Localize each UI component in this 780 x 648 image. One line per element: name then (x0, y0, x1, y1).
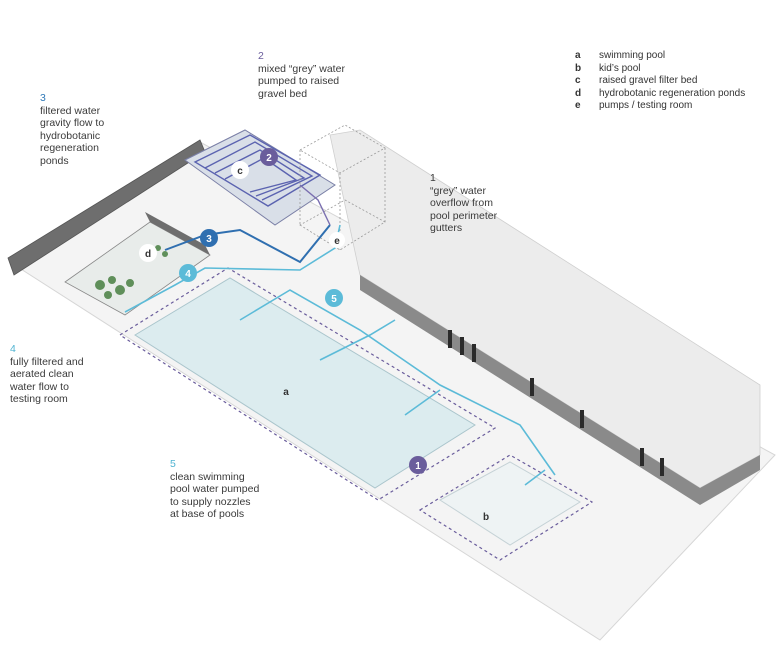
flow-path-2 (299, 184, 331, 226)
svg-text:5: 5 (331, 294, 337, 305)
note-4-line: water flow to (10, 380, 69, 393)
svg-text:4: 4 (185, 269, 191, 280)
legend-key: d (575, 87, 582, 99)
badge-5: 5 (325, 289, 343, 307)
note-4: 4 fully filtered and aerated clean water… (10, 343, 84, 406)
note-5-number: 5 (170, 458, 176, 470)
note-1-line: “grey” water (430, 184, 487, 197)
label-d: d (139, 244, 157, 262)
note-2-number: 2 (258, 50, 264, 62)
note-5-line: at base of pools (170, 508, 245, 520)
badge-3: 3 (200, 229, 218, 247)
note-5: 5 clean swimming pool water pumped to su… (170, 458, 259, 521)
label-a: a (283, 387, 289, 398)
svg-text:3: 3 (206, 234, 212, 245)
note-4-number: 4 (10, 343, 16, 355)
label-e: e (329, 232, 345, 248)
legend-label: kid’s pool (599, 62, 641, 74)
wall-face (360, 275, 760, 505)
swimming-pool (134, 277, 476, 489)
note-1: 1 “grey” water overflow from pool perime… (430, 172, 497, 235)
label-c: c (231, 161, 249, 179)
legend-item: a swimming pool (575, 50, 745, 63)
svg-text:c: c (237, 166, 243, 177)
note-3-number: 3 (40, 92, 46, 104)
flow-path-3 (164, 224, 331, 264)
legend-item: c raised gravel filter bed (575, 75, 745, 88)
note-3: 3 filtered water gravity flow to hydrobo… (40, 92, 104, 167)
legend-label: hydrobotanic regeneration ponds (599, 87, 746, 99)
badge-4: 4 (179, 264, 197, 282)
note-5-line: to supply nozzles (170, 495, 251, 508)
svg-text:2: 2 (266, 153, 272, 164)
note-3-line: filtered water (40, 104, 101, 117)
wall-windows (448, 330, 664, 476)
note-3-line: ponds (40, 154, 69, 167)
legend-label: swimming pool (599, 50, 666, 61)
note-3-line: hydrobotanic (40, 129, 101, 142)
gravel-bed (184, 129, 336, 226)
svg-text:e: e (334, 236, 340, 247)
note-3-line: gravity flow to (40, 117, 105, 129)
legend-item: b kid’s pool (575, 63, 745, 76)
dashed-circulation (118, 267, 594, 561)
ponds-plants (95, 245, 168, 299)
legend-key: a (575, 50, 581, 61)
svg-text:d: d (145, 249, 151, 260)
legend-key: c (575, 75, 581, 86)
note-2: 2 mixed “grey” water pumped to raised gr… (258, 50, 345, 100)
note-5-line: pool water pumped (170, 483, 260, 495)
label-b: b (483, 512, 489, 523)
legend-item: d hydrobotanic regeneration ponds (575, 88, 745, 101)
note-4-line: testing room (10, 393, 68, 405)
legend-item: e pumps / testing room (575, 100, 745, 113)
note-1-number: 1 (430, 172, 436, 184)
note-4-line: fully filtered and (10, 355, 84, 368)
note-1-line: overflow from (430, 197, 494, 209)
note-1-line: pool perimeter (430, 209, 498, 222)
legend: a swimming pool b kid’s pool c raised gr… (575, 50, 745, 113)
note-2-line: pumped to raised (258, 75, 340, 87)
legend-key: b (575, 62, 582, 74)
ponds-wall (145, 212, 210, 255)
note-2-line: mixed “grey” water (258, 62, 345, 75)
note-1-line: gutters (430, 222, 463, 234)
note-5-line: clean swimming (170, 470, 245, 483)
legend-label: raised gravel filter bed (599, 75, 698, 86)
note-4-line: aerated clean (10, 368, 74, 380)
legend-label: pumps / testing room (599, 100, 693, 111)
note-2-line: gravel bed (258, 87, 308, 100)
legend-key: e (575, 100, 581, 111)
note-3-line: regeneration (40, 142, 99, 154)
svg-text:1: 1 (415, 461, 421, 472)
kids-pool (439, 461, 581, 546)
badge-1: 1 (409, 456, 427, 474)
badge-2: 2 (260, 148, 278, 166)
